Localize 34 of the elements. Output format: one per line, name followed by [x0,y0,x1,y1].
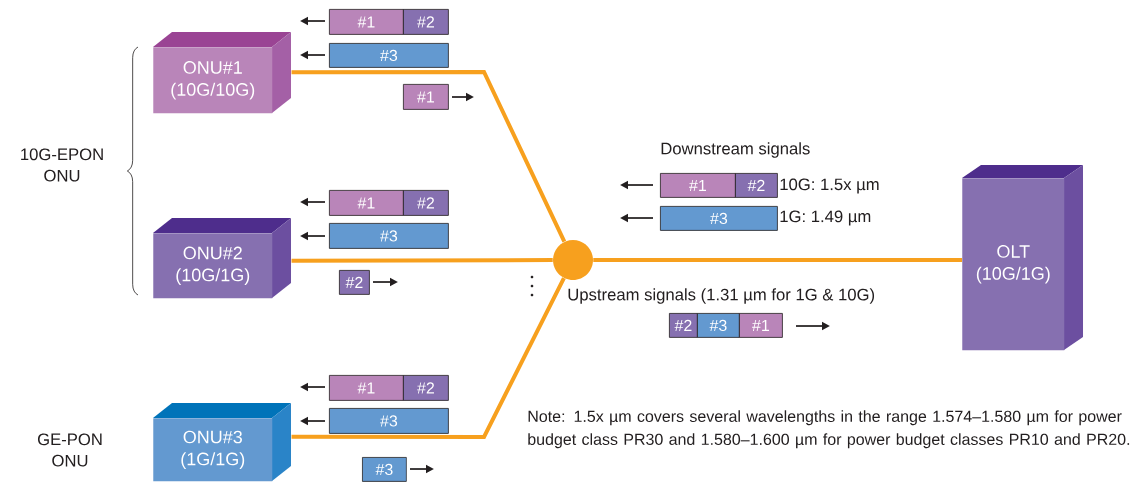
fiber-line [291,70,567,243]
signal-block: #1 [329,9,404,35]
onu-cube: ONU#2 (10G/1G) [153,218,291,299]
signal-block: #2 [339,270,370,295]
signal-block: #1 [660,173,736,198]
signal-block: #3 [660,206,778,231]
group-label: GE-PON ONU [37,433,102,467]
group-label: 10G-EPON ONU [21,148,103,182]
wavelength-label: 10G: 1.5x µm [780,178,879,194]
onu-cube: ONU#1 (10G/10G) [153,32,291,114]
signal-block: #1 [329,190,404,216]
signal-block: #3 [362,457,407,482]
signal-block: #2 [403,9,449,35]
signal-block: #2 [669,313,698,338]
fiber-line [291,258,553,263]
signal-block: #2 [403,375,449,401]
wavelength-label: 1G: 1.49 µm [780,210,871,226]
signal-block: #1 [739,313,783,338]
fiber-line [291,277,566,439]
signal-block: #3 [329,223,449,249]
signal-block: #3 [329,43,449,68]
signal-block: #1 [329,375,404,401]
note-text: Note: 1.5x µm covers several wavelengths in the range 1.574–1.580 µm for power budget class PR30 and 1.580–1.600 µm for power budget classes PR10 and PR20. [528,410,1130,449]
signal-block: #3 [329,408,449,434]
signal-block: #3 [697,313,740,338]
signal-block: #1 [403,84,449,110]
splitter-circle [553,240,593,280]
fiber-line [593,258,962,262]
section-heading: Upstream signals (1.31 µm for 1G & 10G) [568,288,875,304]
onu-cube: ONU#3 (1G/1G) [153,403,291,482]
signal-block: #2 [735,173,778,198]
olt-cube: OLT (10G/1G) [962,165,1083,351]
section-heading: Downstream signals [661,142,810,158]
signal-block: #2 [403,190,449,216]
